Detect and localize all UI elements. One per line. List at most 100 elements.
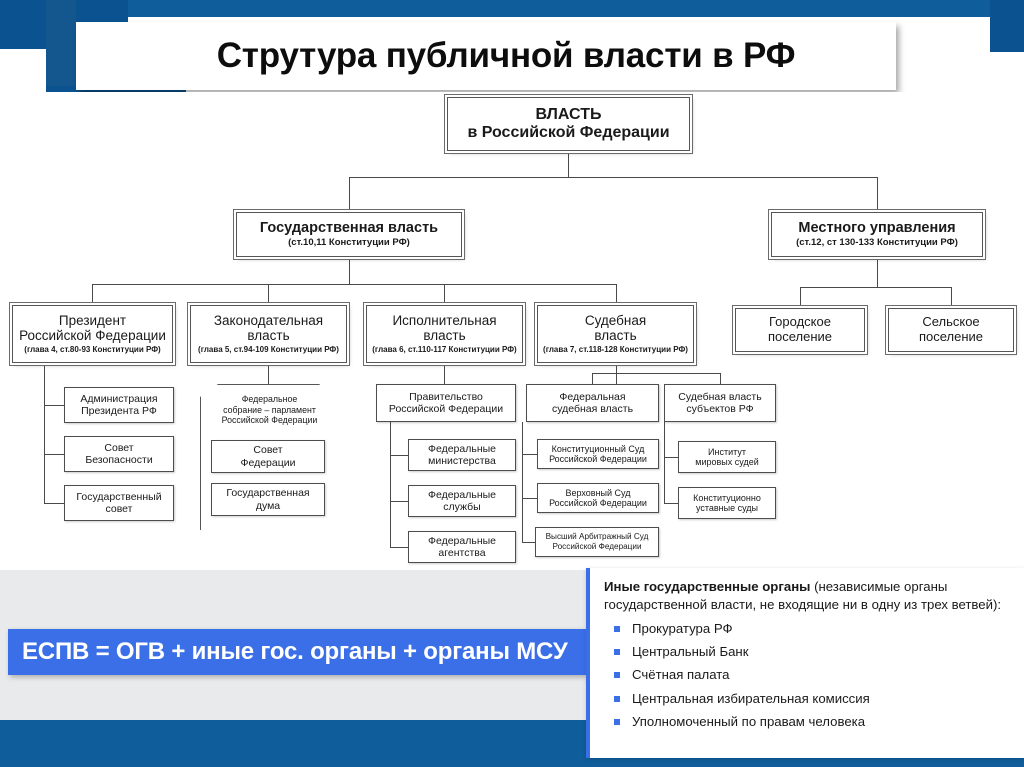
title-plate: Струтура публичной власти в РФ	[76, 22, 896, 90]
node-constitutional-court-line2: Российской Федерации	[549, 454, 647, 464]
list-item-label: Уполномоченный по правам человека	[632, 713, 866, 729]
node-state-power-title: Государственная власть	[259, 220, 439, 237]
node-state-duma-line1: Государственная	[226, 487, 310, 500]
list-item: Центральный Банк	[614, 643, 1012, 660]
node-rural-settlement[interactable]: Сельское поселение	[888, 308, 1014, 352]
node-federation-council-line1: Совет	[253, 444, 283, 457]
node-federal-services[interactable]: Федеральные службы	[408, 485, 516, 517]
list-item: Центральная избирательная комиссия	[614, 690, 1012, 707]
connector-president-spine	[44, 363, 45, 503]
node-judicial-subtitle: (глава 7, ст.118-128 Конституции РФ)	[543, 345, 688, 355]
node-judicial-power[interactable]: Судебная власть (глава 7, ст.118-128 Кон…	[537, 305, 694, 363]
node-local-government[interactable]: Местного управления (ст.12, ст 130-133 К…	[771, 212, 983, 257]
list-item: Прокуратура РФ	[614, 620, 1012, 637]
node-government[interactable]: Правительство Российской Федерации	[376, 384, 516, 422]
node-supreme-arbitration-court-line1: Высший Арбитражный Суд	[545, 532, 649, 542]
connector-regjud-spine	[664, 422, 665, 503]
header-right-strip	[990, 0, 1024, 52]
node-government-line1: Правительство	[409, 390, 483, 403]
node-legislative-power[interactable]: Законодательная власть (глава 5, ст.94-1…	[190, 305, 347, 363]
node-federal-agencies[interactable]: Федеральные агентства	[408, 531, 516, 563]
node-power-root[interactable]: ВЛАСТЬ в Российской Федерации	[447, 97, 690, 151]
node-judicial-title2: власть	[594, 328, 637, 344]
node-president-title: Президент	[58, 312, 127, 328]
node-supreme-court-line2: Российской Федерации	[549, 498, 647, 508]
node-state-duma-line2: дума	[255, 499, 281, 512]
node-president-administration[interactable]: Администрация Президента РФ	[64, 387, 174, 423]
node-federal-judiciary-line1: Федеральная	[559, 390, 626, 403]
list-item-label: Центральный Банк	[632, 644, 749, 660]
node-federal-judiciary-line2: судебная власть	[551, 403, 634, 415]
node-supreme-arbitration-court-line2: Российской Федерации	[552, 542, 642, 551]
node-state-duma[interactable]: Государственная дума	[211, 483, 325, 516]
connector-root-down	[568, 151, 569, 177]
list-item: Счётная палата	[614, 666, 1012, 683]
node-federation-council[interactable]: Совет Федерации	[211, 440, 325, 473]
node-legislative-title2: власть	[247, 328, 290, 344]
connector-legislative-stem	[268, 363, 269, 384]
node-rural-settlement-line2: поселение	[918, 329, 984, 344]
connector-fedjud-spine	[522, 422, 523, 542]
node-federal-judiciary[interactable]: Федеральная судебная власть	[526, 384, 659, 422]
list-item-label: Прокуратура РФ	[632, 621, 733, 637]
node-president[interactable]: Президент Российской Федерации (глава 4,…	[12, 305, 173, 363]
node-urban-settlement[interactable]: Городское поселение	[735, 308, 865, 352]
connector-executive-child-1	[390, 455, 408, 456]
node-legislative-title: Законодательная	[213, 312, 324, 328]
node-constitutional-charter-courts[interactable]: Конституционно уставные суды	[678, 487, 776, 519]
other-state-bodies-lead: Иные государственные органы (независимые…	[604, 578, 1012, 613]
connector-regjud-child-1	[664, 457, 678, 458]
connector-fedjud-child-1	[522, 454, 537, 455]
connector-judicial-federal	[592, 373, 593, 384]
other-state-bodies-lead-bold: Иные государственные органы	[604, 579, 811, 594]
node-executive-power[interactable]: Исполнительная власть (глава 6, ст.110-1…	[366, 305, 523, 363]
node-federal-assembly-line3: Российской Федерации	[221, 415, 318, 426]
node-federal-ministries-line1: Федеральные	[427, 442, 497, 455]
connector-to-rural-settlement	[951, 287, 952, 308]
node-state-power[interactable]: Государственная власть (ст.10,11 Констит…	[236, 212, 462, 257]
list-item-label: Центральная избирательная комиссия	[632, 690, 870, 706]
node-government-line2: Российской Федерации	[388, 403, 504, 415]
node-state-council[interactable]: Государственный совет	[64, 485, 174, 521]
node-federal-assembly-line1: Федеральное	[241, 394, 298, 404]
node-state-council-line2: совет	[105, 503, 133, 515]
node-president-administration-line1: Администрация	[80, 392, 158, 405]
node-executive-title: Исполнительная	[392, 312, 497, 328]
node-rural-settlement-line1: Сельское	[922, 314, 980, 330]
node-federal-services-line2: службы	[443, 501, 481, 513]
node-federal-ministries[interactable]: Федеральные министерства	[408, 439, 516, 471]
bullet-square-icon	[614, 626, 620, 633]
other-state-bodies-list: Прокуратура РФ Центральный Банк Счётная …	[604, 620, 1012, 730]
node-federal-agencies-line2: агентства	[438, 547, 486, 559]
node-regional-judiciary[interactable]: Судебная власть субъектов РФ	[664, 384, 776, 422]
node-regional-judiciary-line2: субъектов РФ	[686, 403, 754, 415]
connector-settlements-horizontal	[800, 287, 951, 288]
connector-to-state-power	[349, 177, 350, 212]
node-constitutional-charter-courts-line1: Конституционно	[693, 492, 761, 503]
connector-to-executive	[444, 284, 445, 305]
node-power-root-title: ВЛАСТЬ	[535, 106, 602, 124]
formula-text: ЕСПВ = ОГВ + иные гос. органы + органы М…	[22, 638, 568, 665]
node-federal-agencies-line1: Федеральные	[427, 534, 497, 547]
connector-to-urban-settlement	[800, 287, 801, 308]
connector-fedjud-child-3	[522, 542, 535, 543]
node-security-council-line1: Совет	[104, 441, 134, 454]
connector-to-president	[92, 284, 93, 305]
node-state-power-subtitle: (ст.10,11 Конституции РФ)	[288, 237, 410, 249]
node-justices-of-peace[interactable]: Институт мировых судей	[678, 441, 776, 473]
node-supreme-court[interactable]: Верховный Суд Российской Федерации	[537, 483, 659, 513]
node-supreme-arbitration-court[interactable]: Высший Арбитражный Суд Российской Федера…	[535, 527, 659, 557]
bullet-square-icon	[614, 672, 620, 679]
node-security-council[interactable]: Совет Безопасности	[64, 436, 174, 472]
node-constitutional-court[interactable]: Конституционный Суд Российской Федерации	[537, 439, 659, 469]
connector-to-judicial	[616, 284, 617, 305]
node-constitutional-charter-courts-line2: уставные суды	[695, 503, 759, 513]
node-judicial-title: Судебная	[584, 312, 647, 328]
node-security-council-line2: Безопасности	[85, 454, 153, 466]
node-constitutional-court-line1: Конституционный Суд	[551, 443, 645, 454]
bullet-square-icon	[614, 649, 620, 656]
header-left-notch	[0, 49, 46, 54]
node-president-title2: Российской Федерации	[19, 328, 166, 344]
node-supreme-court-line1: Верховный Суд	[565, 487, 631, 498]
